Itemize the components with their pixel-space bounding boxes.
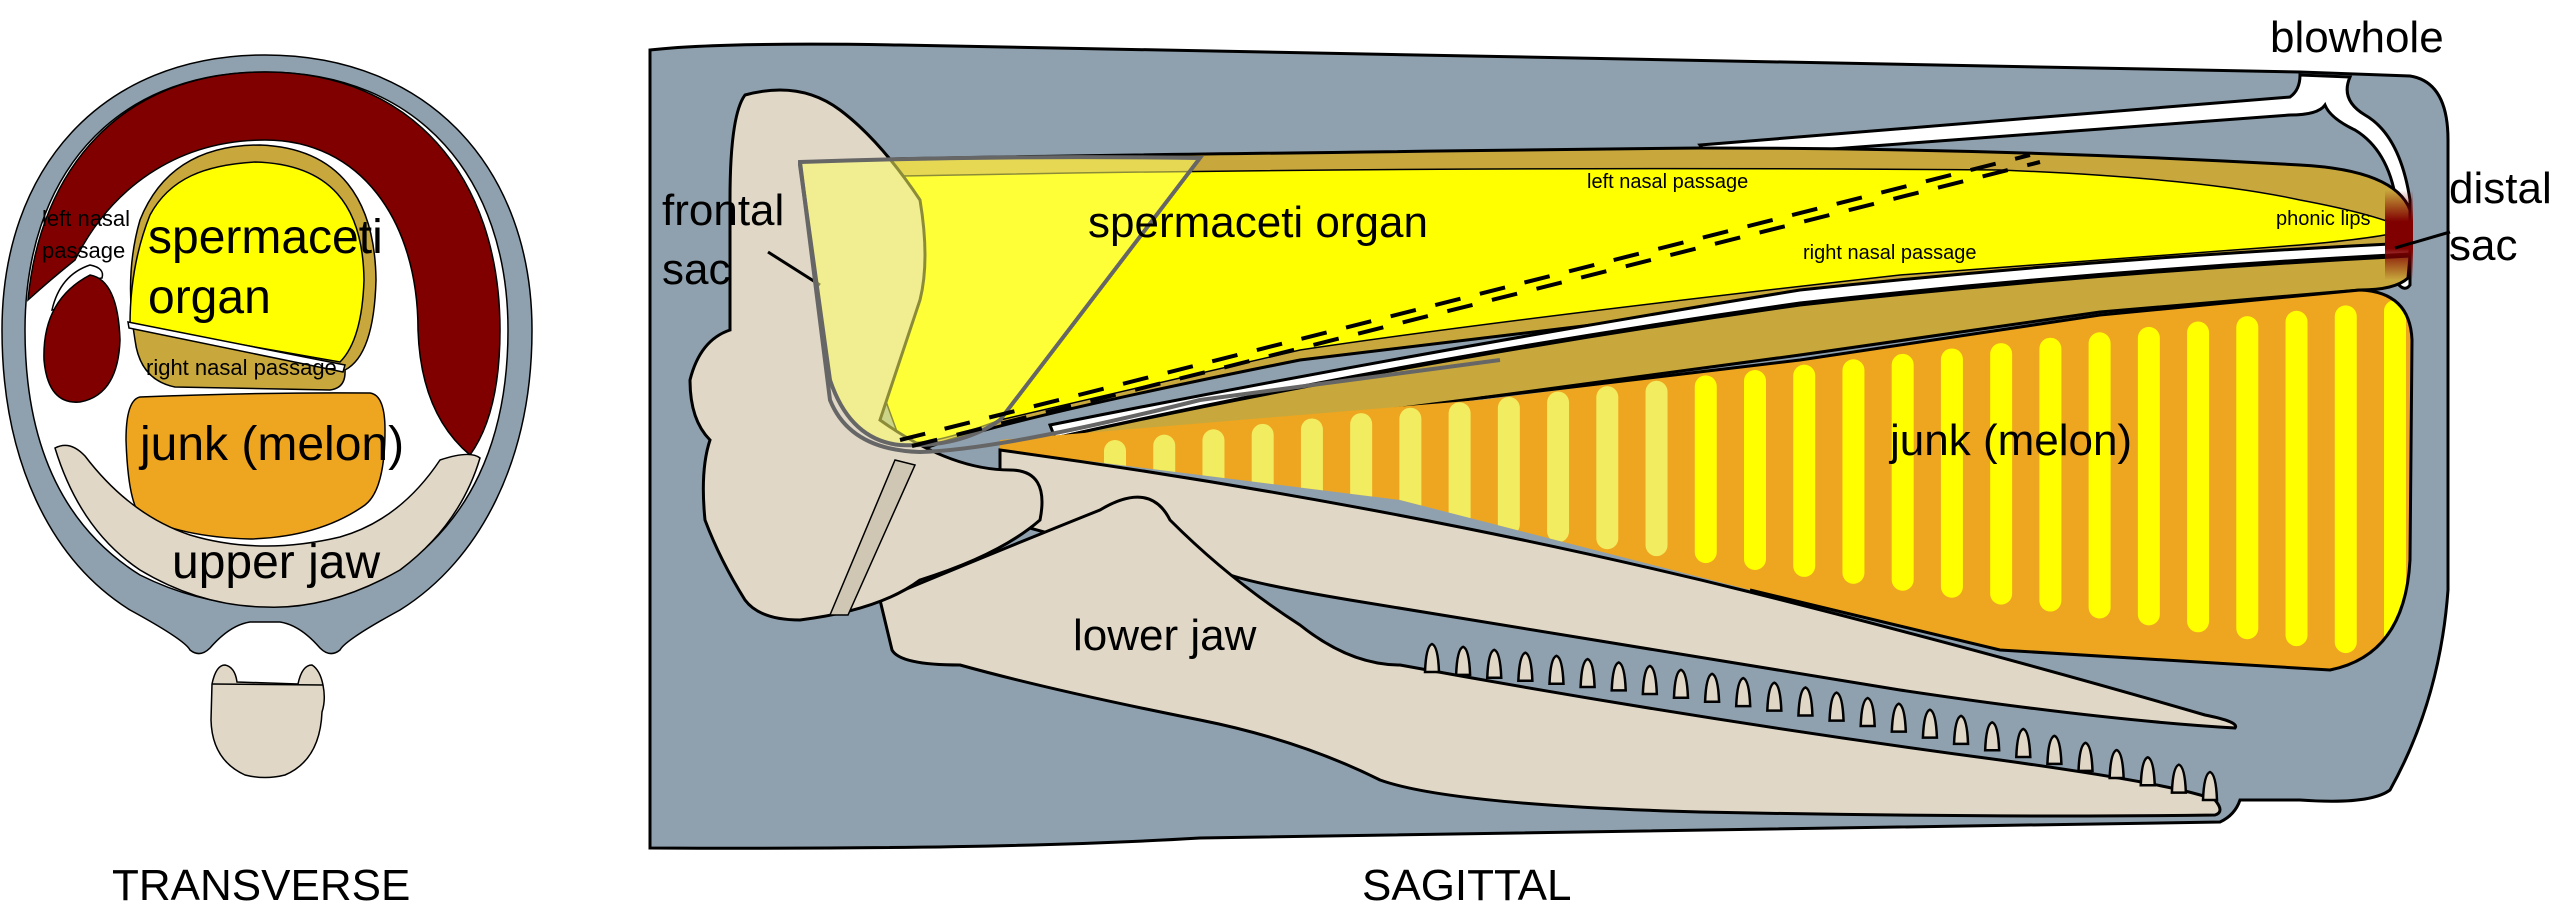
frontal-sac	[798, 155, 1204, 448]
frontal-sac-pointer	[767, 250, 821, 287]
label-left-nasal-passage: left nasal passage	[1587, 171, 1748, 193]
tooth	[1828, 691, 1845, 722]
transverse-upper-jaw	[54, 444, 481, 608]
tooth	[1610, 661, 1628, 692]
sagittal-section: frontal sac spermaceti organ left nasal …	[648, 13, 2552, 910]
transverse-label-right-nasal: right nasal passage	[146, 355, 337, 380]
junk-stripe	[1744, 370, 1766, 570]
label-spermaceti-organ: spermaceti organ	[1088, 198, 1428, 247]
junk-stripe	[1940, 348, 1963, 598]
tooth	[1548, 654, 1565, 686]
junk-stripe	[1842, 359, 1865, 584]
transverse-label-left-nasal-2: passage	[42, 238, 125, 263]
junk-stripe	[1547, 391, 1570, 543]
sagittal-spermaceti	[803, 167, 2410, 444]
junk-stripe	[1350, 413, 1373, 515]
transverse-spermaceti	[129, 161, 365, 363]
tooth	[1423, 642, 1441, 674]
tooth	[2170, 763, 2188, 794]
transverse-muscle	[27, 71, 501, 457]
junk-stripe	[1300, 418, 1323, 508]
tooth	[2139, 755, 2157, 787]
label-frontal-sac-1: frontal	[662, 186, 784, 235]
tooth	[1703, 672, 1721, 704]
label-frontal-sac-2: sac	[662, 245, 730, 294]
label-lower-jaw: lower jaw	[1073, 611, 1257, 660]
transverse-label-spermaceti-2: organ	[148, 271, 271, 324]
label-blowhole: blowhole	[2270, 13, 2444, 62]
junk-stripe	[1891, 353, 1914, 591]
tooth	[1485, 648, 1503, 680]
junk-stripe	[2285, 310, 2308, 647]
label-distal-sac-2: sac	[2449, 221, 2517, 270]
tooth	[1672, 668, 1690, 700]
tooth	[2014, 727, 2032, 759]
tooth	[1797, 686, 1814, 717]
label-distal-sac-1: distal	[2449, 164, 2552, 213]
tooth	[1921, 708, 1939, 739]
junk-stripe	[2384, 300, 2406, 660]
transverse-section: left nasal passage spermaceti organ righ…	[1, 54, 533, 910]
tooth	[1983, 720, 2001, 752]
label-junk: junk (melon)	[1888, 416, 2132, 465]
junk-stripe	[1694, 375, 1717, 564]
transverse-label-left-nasal-1: left nasal	[42, 206, 130, 231]
tooth	[1890, 702, 1908, 733]
label-phonic-lips: phonic lips	[2276, 208, 2371, 230]
junk-stripe	[1596, 386, 1619, 550]
tooth	[2108, 748, 2125, 780]
junk-stripe	[2187, 321, 2210, 633]
label-right-nasal-passage: right nasal passage	[1803, 242, 1976, 264]
lower-jaw-teeth	[1423, 642, 2219, 802]
junk-stripe	[1399, 407, 1422, 522]
tooth	[1952, 714, 1970, 746]
sagittal-title: SAGITTAL	[1362, 861, 1571, 910]
distal-sac-pointer	[2394, 230, 2451, 250]
tooth	[1734, 676, 1752, 708]
sagittal-upper-jaw	[998, 448, 2238, 730]
tooth	[1454, 645, 1472, 677]
transverse-junk	[125, 392, 386, 540]
tooth	[2046, 734, 2063, 766]
sagittal-rostral-canal	[828, 459, 917, 616]
transverse-right-nasal-passage	[127, 321, 346, 373]
junk-stripe	[1645, 380, 1668, 557]
tooth	[1641, 664, 1659, 696]
transverse-label-spermaceti-1: spermaceti	[148, 211, 383, 264]
junk-stripe	[2039, 337, 2062, 612]
junk-stripe	[2334, 305, 2357, 654]
junk-stripe	[1793, 364, 1816, 577]
transverse-label-junk: junk (melon)	[138, 418, 404, 471]
tooth	[1766, 681, 1783, 712]
junk-stripe	[2088, 332, 2111, 619]
tooth	[2201, 770, 2219, 802]
junk-stripe	[1448, 402, 1471, 529]
left-nasal-passage-line	[899, 153, 2031, 442]
junk-stripe	[1251, 423, 1274, 501]
junk-stripe	[1497, 396, 1520, 536]
sagittal-blowhole-channel	[1697, 73, 2412, 290]
transverse-lower-jaw	[210, 664, 326, 779]
junk-stripe	[1990, 343, 2013, 605]
tooth	[1517, 651, 1534, 682]
tooth	[1859, 696, 1876, 728]
tooth	[2077, 741, 2094, 773]
junk-stripe	[2236, 316, 2259, 640]
junk-stripe	[2137, 326, 2160, 626]
tooth	[1579, 657, 1596, 689]
phonic-lips	[2385, 190, 2413, 280]
transverse-title: TRANSVERSE	[112, 861, 410, 910]
transverse-muscle-blob	[43, 274, 121, 403]
transverse-label-upper-jaw: upper jaw	[172, 536, 380, 589]
